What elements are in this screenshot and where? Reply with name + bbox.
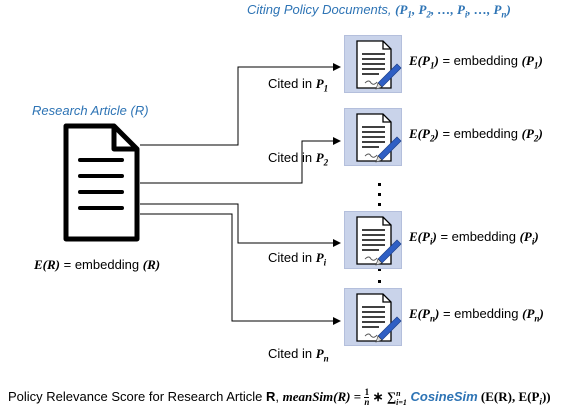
arrow-to-p1: [140, 63, 341, 146]
emb-lhs: E(P: [409, 126, 430, 141]
cited-text: Cited in: [268, 76, 316, 91]
emb-lhs-sub: 1: [429, 60, 435, 71]
signed-document-icon: [356, 216, 402, 266]
policy-relevance-formula: Policy Relevance Score for Research Arti…: [8, 388, 551, 407]
cited-text: Cited in: [268, 150, 316, 165]
policy-document-card: [344, 108, 402, 166]
fraction-numerator: 1: [364, 387, 370, 398]
policy-document-card: [344, 288, 402, 346]
policy-embedding-label: E(Pn) = embedding (Pn): [409, 306, 544, 324]
policy-embedding-label: E(P2) = embedding (P2): [409, 126, 543, 144]
signed-document-icon: [356, 113, 402, 163]
emb-rhs: (P: [521, 53, 534, 68]
emb-rhs-close: ): [534, 229, 539, 244]
emb-rhs-sub: i: [531, 236, 535, 247]
emb-lhs-close: ): [435, 306, 440, 321]
title-math: (P1, P2, …, Pi, …, Pn): [395, 2, 511, 20]
emb-rhs: (P: [519, 229, 532, 244]
emb-eq: = embedding: [439, 306, 523, 321]
cited-subscript: 1: [323, 83, 329, 94]
cited-symbol: P: [315, 250, 324, 265]
formula-comma: ,: [275, 388, 283, 404]
cited-symbol: P: [315, 346, 324, 361]
emb-lhs-close: ): [434, 53, 439, 68]
emb-lhs-sub: n: [429, 313, 436, 324]
emb-eq: = embedding: [438, 126, 522, 141]
emb-rhs-sub: 1: [533, 60, 539, 71]
sum-sub: i=1: [396, 397, 407, 407]
cited-text: Cited in: [268, 250, 316, 265]
cited-subscript: i: [323, 257, 327, 268]
research-article-label: Research Article (R): [32, 103, 149, 118]
fraction-denominator: n: [364, 397, 370, 407]
policy-document-card: [344, 211, 402, 269]
embedding-eq: = embedding: [60, 257, 143, 272]
citing-policy-title: Citing Policy Documents, (P1, P2, …, Pi,…: [247, 2, 511, 20]
formula-sum: ∗ ∑: [369, 388, 397, 404]
emb-lhs: E(P: [409, 53, 430, 68]
emb-rhs-sub: 2: [533, 133, 539, 144]
policy-embedding-label: E(Pi) = embedding (Pi): [409, 229, 539, 247]
cited-subscript: n: [323, 353, 329, 364]
emb-rhs-close: ): [539, 306, 544, 321]
formula-intro: Policy Relevance Score for Research Arti…: [8, 388, 266, 404]
emb-rhs-close: ): [538, 53, 543, 68]
emb-eq: = embedding: [438, 53, 522, 68]
cited-in-label: Cited in P1: [268, 76, 328, 94]
emb-lhs: E(P: [409, 229, 430, 244]
title-text: Citing Policy Documents,: [247, 2, 392, 17]
arrow-to-p2: [140, 137, 341, 184]
emb-rhs: (P: [521, 126, 534, 141]
research-embedding-label: E(R) = embedding (R): [34, 257, 160, 273]
emb-rhs-close: ): [538, 126, 543, 141]
cited-in-label: Cited in Pn: [268, 346, 329, 364]
cited-in-label: Cited in P2: [268, 150, 328, 168]
cited-symbol: P: [315, 76, 324, 91]
emb-lhs: E(P: [409, 306, 430, 321]
formula-args-sub: i: [539, 396, 542, 407]
ellipsis-dots-upper: [378, 183, 381, 206]
arrow-to-pn: [140, 213, 341, 325]
emb-lhs-close: ): [432, 229, 437, 244]
cited-text: Cited in: [268, 346, 316, 361]
policy-document-card: [344, 35, 402, 93]
formula-lhs: meanSim(R): [282, 388, 351, 404]
emb-eq: = embedding: [436, 229, 520, 244]
cited-symbol: P: [315, 150, 324, 165]
emb-rhs: (P: [522, 306, 535, 321]
embedding-lhs: E(R): [34, 257, 60, 272]
formula-args: (E(R), E(P: [477, 388, 540, 404]
formula-cosine: CosineSim: [406, 388, 478, 404]
policy-embedding-label: E(P1) = embedding (P1): [409, 53, 543, 71]
formula-args-close: )): [541, 388, 551, 404]
cited-subscript: 2: [323, 157, 329, 168]
emb-rhs-sub: n: [534, 313, 540, 324]
sum-sup: n: [396, 388, 401, 398]
research-article-document-icon: [63, 123, 140, 242]
cited-in-label: Cited in Pi: [268, 250, 326, 268]
embedding-rhs: (R): [142, 257, 161, 272]
signed-document-icon: [356, 40, 402, 90]
emb-lhs-sub: 2: [429, 133, 435, 144]
formula-article-r: R: [265, 388, 276, 404]
formula-eq: =: [350, 388, 365, 404]
signed-document-icon: [356, 293, 402, 343]
arrow-to-pi: [140, 203, 341, 247]
emb-lhs-close: ): [434, 126, 439, 141]
emb-lhs-sub: i: [429, 236, 433, 247]
